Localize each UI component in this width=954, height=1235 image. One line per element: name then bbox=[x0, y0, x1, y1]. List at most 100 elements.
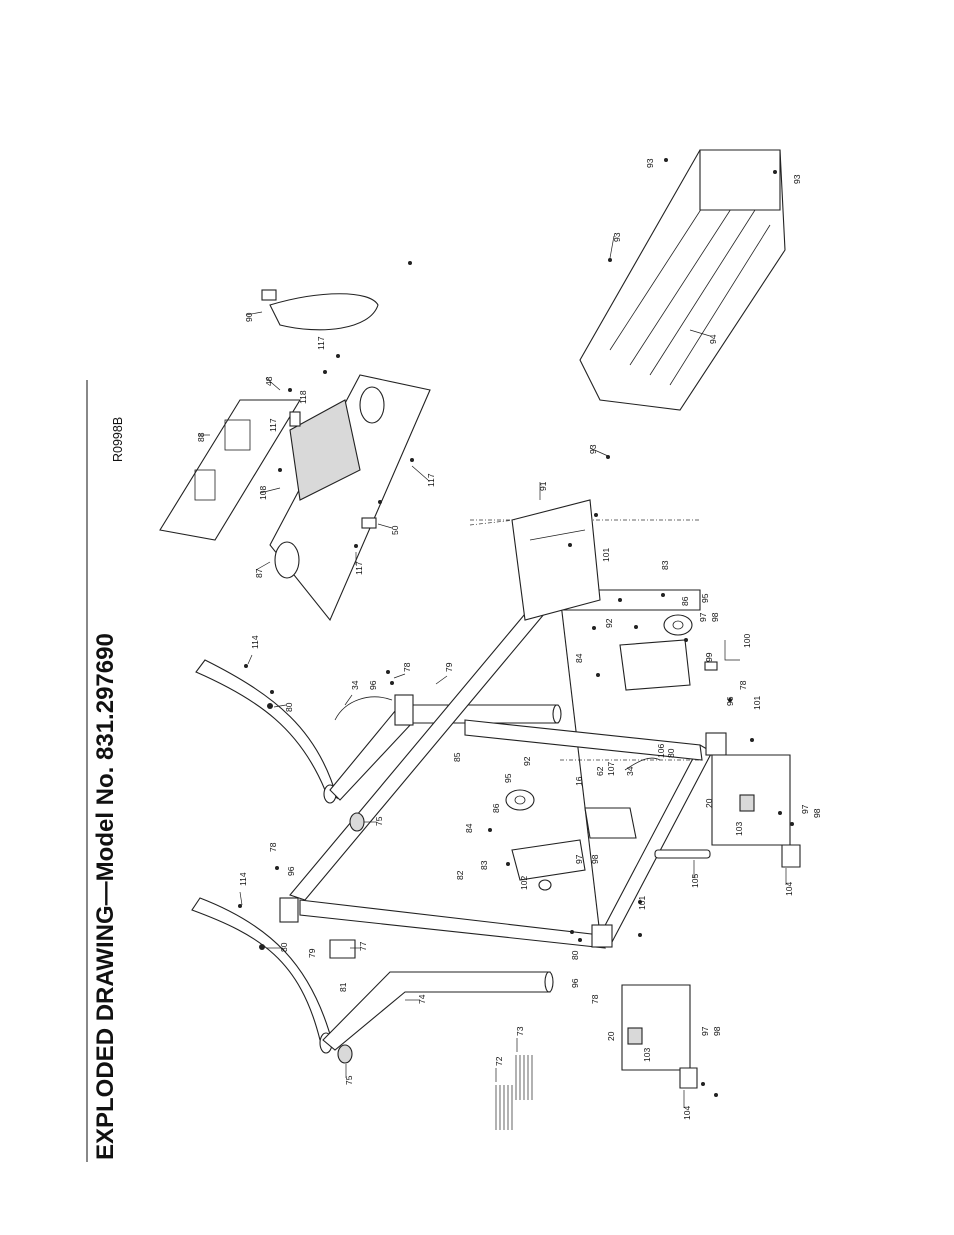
callout-96: 96 bbox=[368, 680, 378, 690]
callout-86: 86 bbox=[491, 803, 501, 813]
callout-108: 108 bbox=[258, 486, 268, 500]
callout-62: 62 bbox=[595, 766, 605, 776]
callout-104: 104 bbox=[784, 882, 794, 896]
callout-74: 74 bbox=[417, 994, 427, 1004]
callout-114: 114 bbox=[250, 635, 260, 649]
upright-85-assembly bbox=[195, 659, 562, 804]
callout-94: 94 bbox=[708, 334, 718, 344]
callout-106: 106 bbox=[656, 744, 666, 758]
console-88 bbox=[159, 399, 301, 541]
callout-88: 88 bbox=[196, 432, 206, 442]
callout-75: 75 bbox=[344, 1075, 354, 1085]
callout-118: 118 bbox=[298, 390, 308, 404]
end-caps-75 bbox=[337, 812, 365, 1064]
shield-91 bbox=[469, 499, 601, 621]
callout-96: 96 bbox=[725, 696, 735, 706]
callout-16: 16 bbox=[574, 776, 584, 786]
callout-90: 90 bbox=[244, 312, 254, 322]
crank-right bbox=[619, 614, 740, 691]
tray-90 bbox=[261, 289, 379, 331]
callout-104: 104 bbox=[682, 1106, 692, 1120]
callout-92: 92 bbox=[522, 756, 532, 766]
callout-102: 102 bbox=[519, 876, 529, 890]
callout-80: 80 bbox=[570, 950, 580, 960]
callout-80: 80 bbox=[284, 702, 294, 712]
callout-97: 97 bbox=[700, 1026, 710, 1036]
callout-82: 82 bbox=[455, 870, 465, 880]
page-title: EXPLODED DRAWING—Model No. 831.297690 bbox=[92, 633, 119, 1160]
callout-78: 78 bbox=[590, 994, 600, 1004]
callout-92: 92 bbox=[604, 618, 614, 628]
callout-48: 48 bbox=[264, 376, 274, 386]
callout-83: 83 bbox=[479, 860, 489, 870]
leg-103-right bbox=[711, 754, 801, 868]
document-id: R0998B bbox=[111, 417, 125, 462]
callout-98: 98 bbox=[712, 1026, 722, 1036]
callout-73: 73 bbox=[515, 1026, 525, 1036]
callout-85: 85 bbox=[452, 752, 462, 762]
callout-79: 79 bbox=[307, 948, 317, 958]
callout-93: 93 bbox=[792, 174, 802, 184]
callout-34: 34 bbox=[350, 680, 360, 690]
callout-105: 105 bbox=[690, 874, 700, 888]
callout-91: 91 bbox=[538, 481, 548, 491]
upright-74-assembly bbox=[191, 897, 554, 1054]
callout-101: 101 bbox=[601, 548, 611, 562]
rod-105 bbox=[654, 849, 711, 859]
leg-103-left bbox=[621, 984, 698, 1089]
callout-72: 72 bbox=[494, 1056, 504, 1066]
hardware-kit-72-73 bbox=[495, 1055, 533, 1130]
callout-78: 78 bbox=[268, 842, 278, 852]
callout-117: 117 bbox=[268, 418, 278, 432]
leader-lines bbox=[198, 235, 787, 1108]
callout-83: 83 bbox=[660, 560, 670, 570]
callout-107: 107 bbox=[606, 762, 616, 776]
callout-84: 84 bbox=[574, 653, 584, 663]
callout-100: 100 bbox=[742, 634, 752, 648]
callout-34: 34 bbox=[625, 766, 635, 776]
callout-50: 50 bbox=[390, 525, 400, 535]
hood-94 bbox=[579, 149, 786, 411]
bracket-77 bbox=[329, 939, 356, 959]
fastener-dots bbox=[238, 158, 794, 1097]
callout-97: 97 bbox=[698, 612, 708, 622]
callout-95: 95 bbox=[503, 773, 513, 783]
callout-86: 86 bbox=[680, 596, 690, 606]
callout-103: 103 bbox=[734, 822, 744, 836]
callout-103: 103 bbox=[642, 1048, 652, 1062]
console-housing-87 bbox=[269, 374, 431, 622]
callout-98: 98 bbox=[710, 612, 720, 622]
callout-101: 101 bbox=[752, 696, 762, 710]
callout-97: 97 bbox=[574, 854, 584, 864]
callout-117: 117 bbox=[316, 336, 326, 350]
callout-80: 80 bbox=[279, 942, 289, 952]
crank-center bbox=[505, 789, 637, 891]
callout-labels: 114 80 78 96 79 34 85 75 82 114 78 96 80… bbox=[196, 158, 822, 1120]
callout-98: 98 bbox=[812, 808, 822, 818]
callout-117: 117 bbox=[426, 473, 436, 487]
callout-99: 99 bbox=[704, 652, 714, 662]
callout-79: 79 bbox=[444, 662, 454, 672]
callout-81: 81 bbox=[338, 982, 348, 992]
callout-78: 78 bbox=[738, 680, 748, 690]
callout-97: 97 bbox=[800, 804, 810, 814]
callout-114: 114 bbox=[238, 872, 248, 886]
callout-117: 117 bbox=[354, 561, 364, 575]
main-frame bbox=[289, 519, 727, 949]
callout-84: 84 bbox=[464, 823, 474, 833]
callout-87: 87 bbox=[254, 568, 264, 578]
callout-80: 80 bbox=[666, 748, 676, 758]
callout-78: 78 bbox=[402, 662, 412, 672]
callout-77: 77 bbox=[358, 941, 368, 951]
callout-96: 96 bbox=[570, 978, 580, 988]
wire-harness-34 bbox=[334, 696, 661, 771]
callout-75: 75 bbox=[374, 816, 384, 826]
callout-20: 20 bbox=[606, 1031, 616, 1041]
callout-98: 98 bbox=[590, 854, 600, 864]
callout-20: 20 bbox=[704, 798, 714, 808]
callout-95: 95 bbox=[700, 593, 710, 603]
callout-93: 93 bbox=[612, 232, 622, 242]
callout-96: 96 bbox=[286, 866, 296, 876]
callout-101: 101 bbox=[637, 896, 647, 910]
